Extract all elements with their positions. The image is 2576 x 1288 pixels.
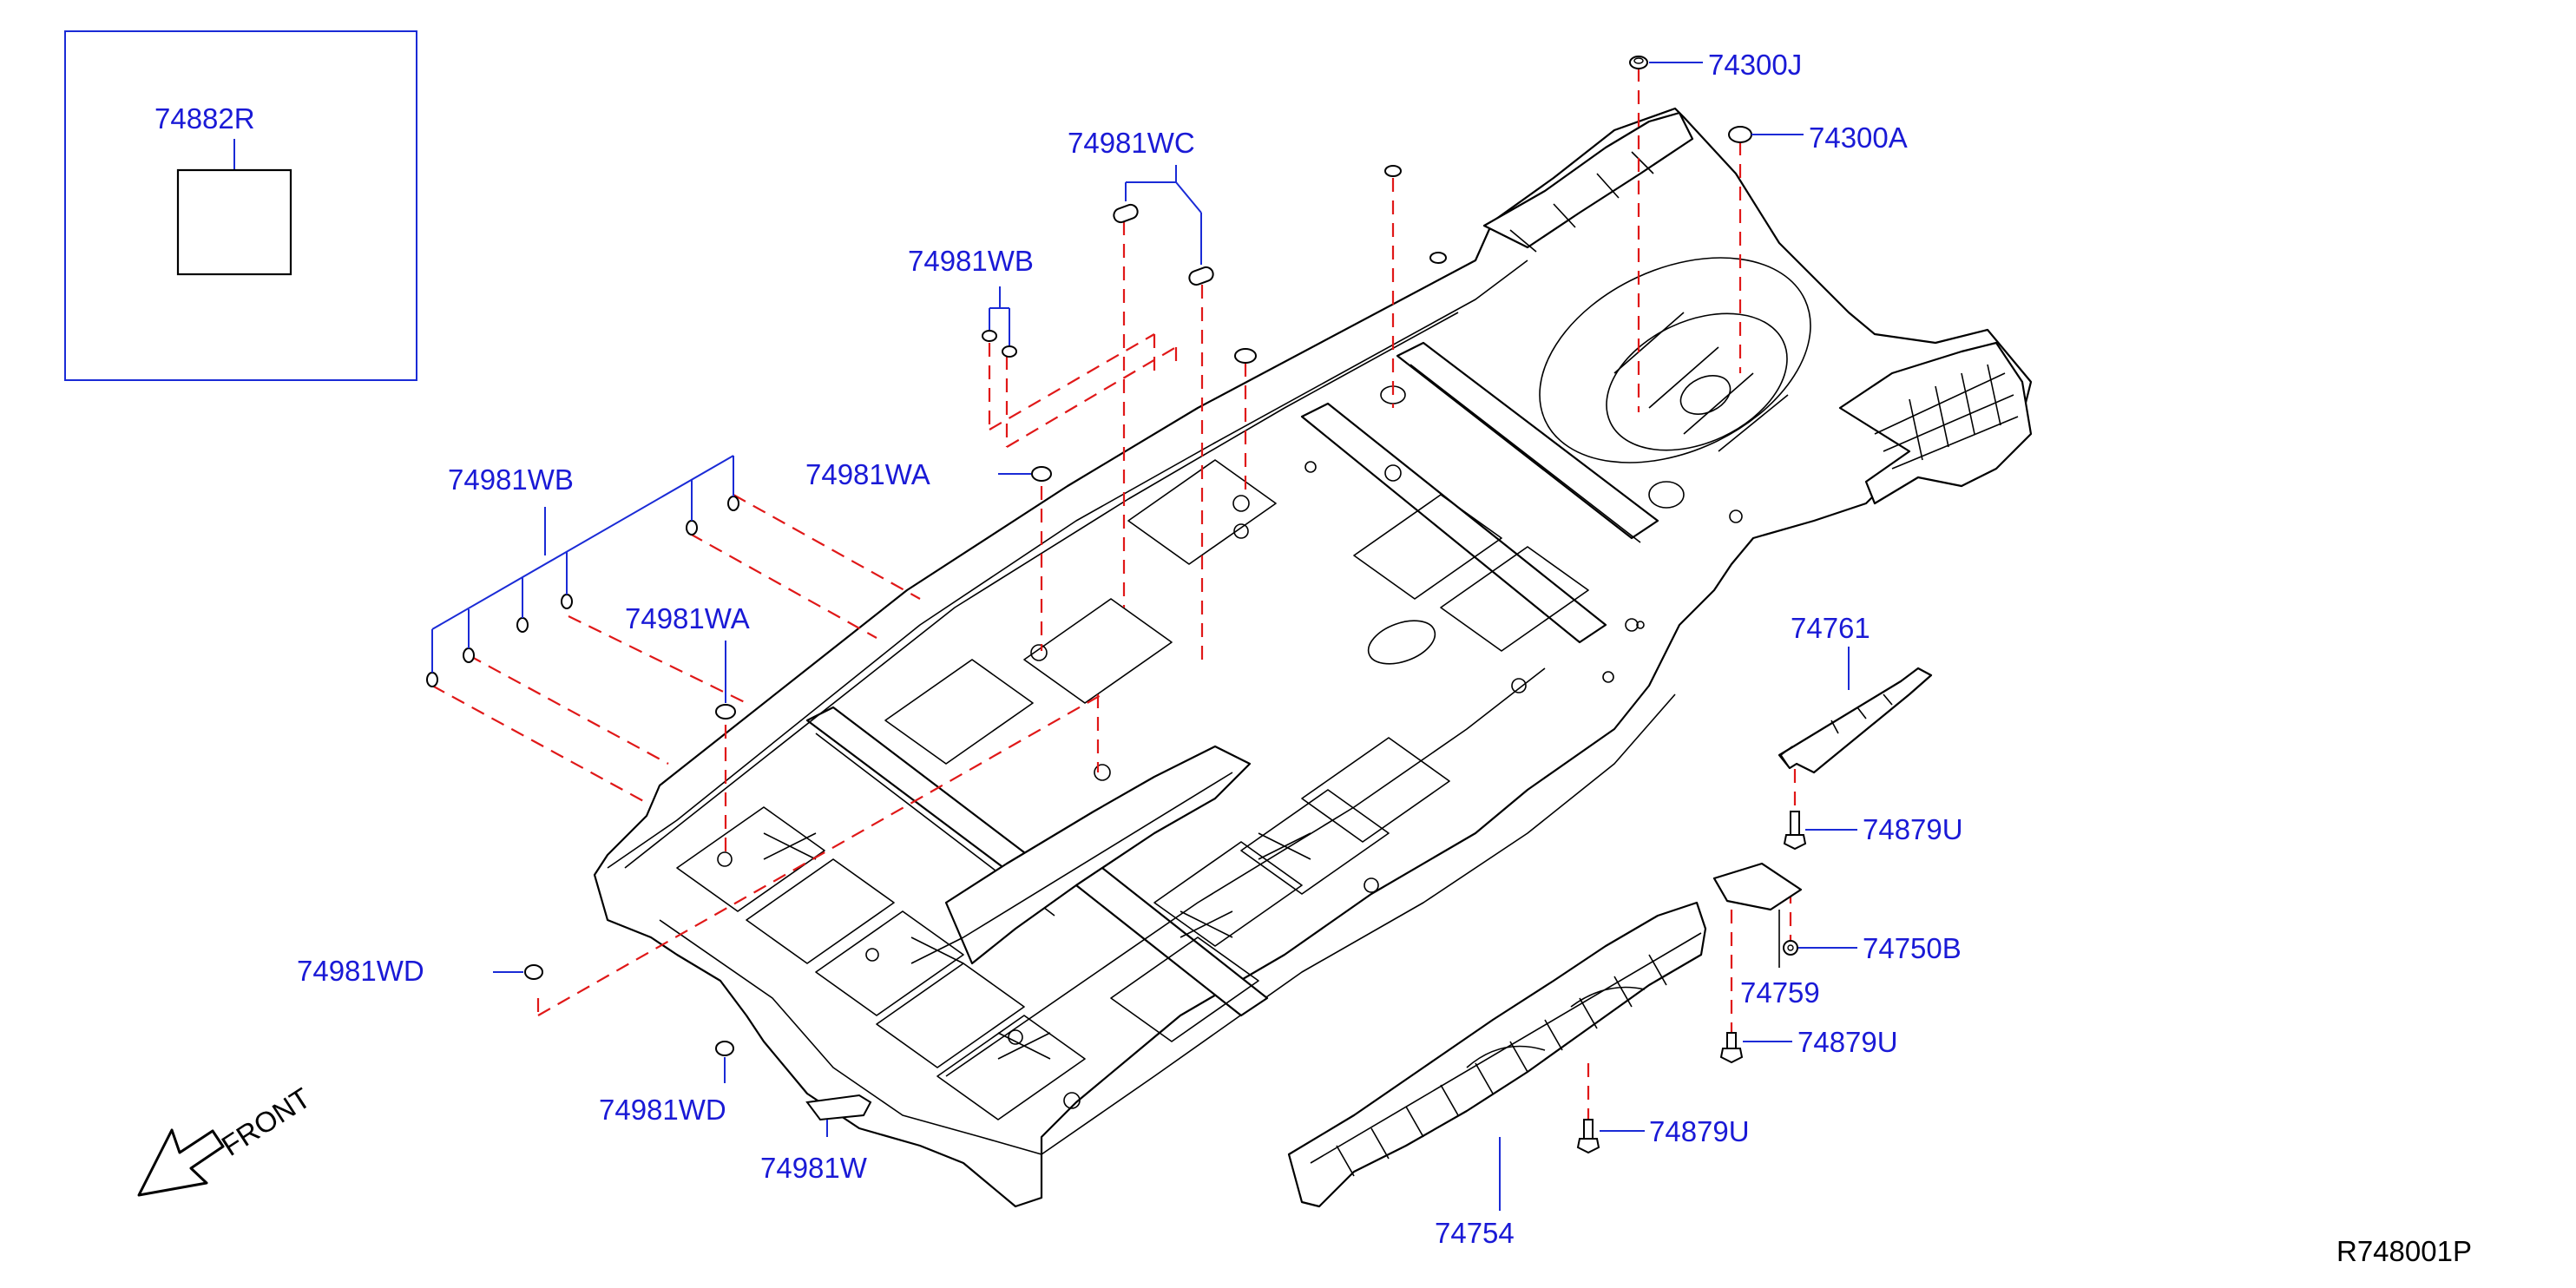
plug-74981WB-a[interactable] — [727, 496, 739, 511]
plug-74981WB-b[interactable] — [686, 520, 698, 536]
plugs-and-clips — [426, 56, 1752, 1121]
plug-74981WC-b[interactable] — [1187, 266, 1215, 287]
insulator-pad-74882R[interactable] — [176, 168, 292, 276]
heat-insulator-74754[interactable] — [1287, 901, 1707, 1208]
heat-insulator-74761[interactable] — [1778, 667, 1933, 774]
seal-74981W[interactable] — [805, 1094, 872, 1121]
plug-74300A[interactable] — [1728, 126, 1752, 143]
label-74759[interactable]: 74759 — [1740, 976, 1820, 1009]
bolt-74879U-lower[interactable] — [1576, 1119, 1600, 1154]
label-74981WA-left[interactable]: 74981WA — [625, 602, 750, 634]
front-label: FRONT — [216, 1081, 316, 1162]
label-74981WC[interactable]: 74981WC — [1068, 127, 1195, 159]
bolt-74879U-mid[interactable] — [1719, 1032, 1744, 1064]
front-direction-indicator: FRONT — [137, 1081, 316, 1197]
assembly-dashed-lines — [431, 68, 1797, 1120]
label-74750B[interactable]: 74750B — [1863, 932, 1962, 964]
label-74981W[interactable]: 74981W — [760, 1152, 868, 1184]
label-74882R[interactable]: 74882R — [154, 102, 255, 135]
label-74879U-lower[interactable]: 74879U — [1649, 1115, 1750, 1147]
label-74981WD-bottom[interactable]: 74981WD — [599, 1094, 726, 1126]
leader-lines — [431, 62, 1857, 1211]
plug-74981WB-c[interactable] — [561, 594, 573, 609]
plug-74981WD-bottom[interactable] — [715, 1041, 734, 1056]
rear-floor-panel[interactable] — [593, 107, 2033, 1208]
callout-labels: 74300J 74300A 74981WC 74981WB 74981WA 74… — [297, 49, 1963, 1249]
inset-frame — [64, 30, 417, 381]
plug-74981WB-upper-a[interactable] — [982, 330, 997, 342]
label-74981WA-center[interactable]: 74981WA — [805, 458, 930, 490]
plug-74981WD-left[interactable] — [524, 964, 543, 980]
plug-74981WC-a[interactable] — [1112, 203, 1140, 225]
plug-74981WB-e[interactable] — [463, 647, 475, 663]
plug-74981WB-d[interactable] — [516, 617, 529, 633]
label-74754[interactable]: 74754 — [1435, 1217, 1515, 1249]
label-74879U-upper[interactable]: 74879U — [1863, 813, 1963, 845]
plug-74981WA-left[interactable] — [715, 704, 736, 720]
label-74981WD-left[interactable]: 74981WD — [297, 955, 424, 987]
label-74879U-mid[interactable]: 74879U — [1797, 1026, 1898, 1058]
inset-panel: 74882R — [64, 30, 417, 381]
label-74981WB-left[interactable]: 74981WB — [448, 463, 574, 496]
bracket-74759[interactable] — [1712, 862, 1803, 968]
diagram-reference-code: R748001P — [2336, 1235, 2472, 1267]
bolt-74879U-upper[interactable] — [1783, 811, 1807, 851]
label-74300J[interactable]: 74300J — [1708, 49, 1802, 81]
label-74300A[interactable]: 74300A — [1809, 122, 1908, 154]
label-74981WB-upper[interactable]: 74981WB — [908, 245, 1034, 277]
plug-74981WA-center[interactable] — [1031, 466, 1052, 482]
label-74761[interactable]: 74761 — [1791, 612, 1870, 644]
nut-74750B[interactable] — [1783, 940, 1798, 956]
plug-74981WB-f[interactable] — [426, 672, 438, 687]
front-direction-arrow-icon — [137, 1128, 225, 1197]
plug-74981WB-upper-b[interactable] — [1002, 345, 1017, 358]
